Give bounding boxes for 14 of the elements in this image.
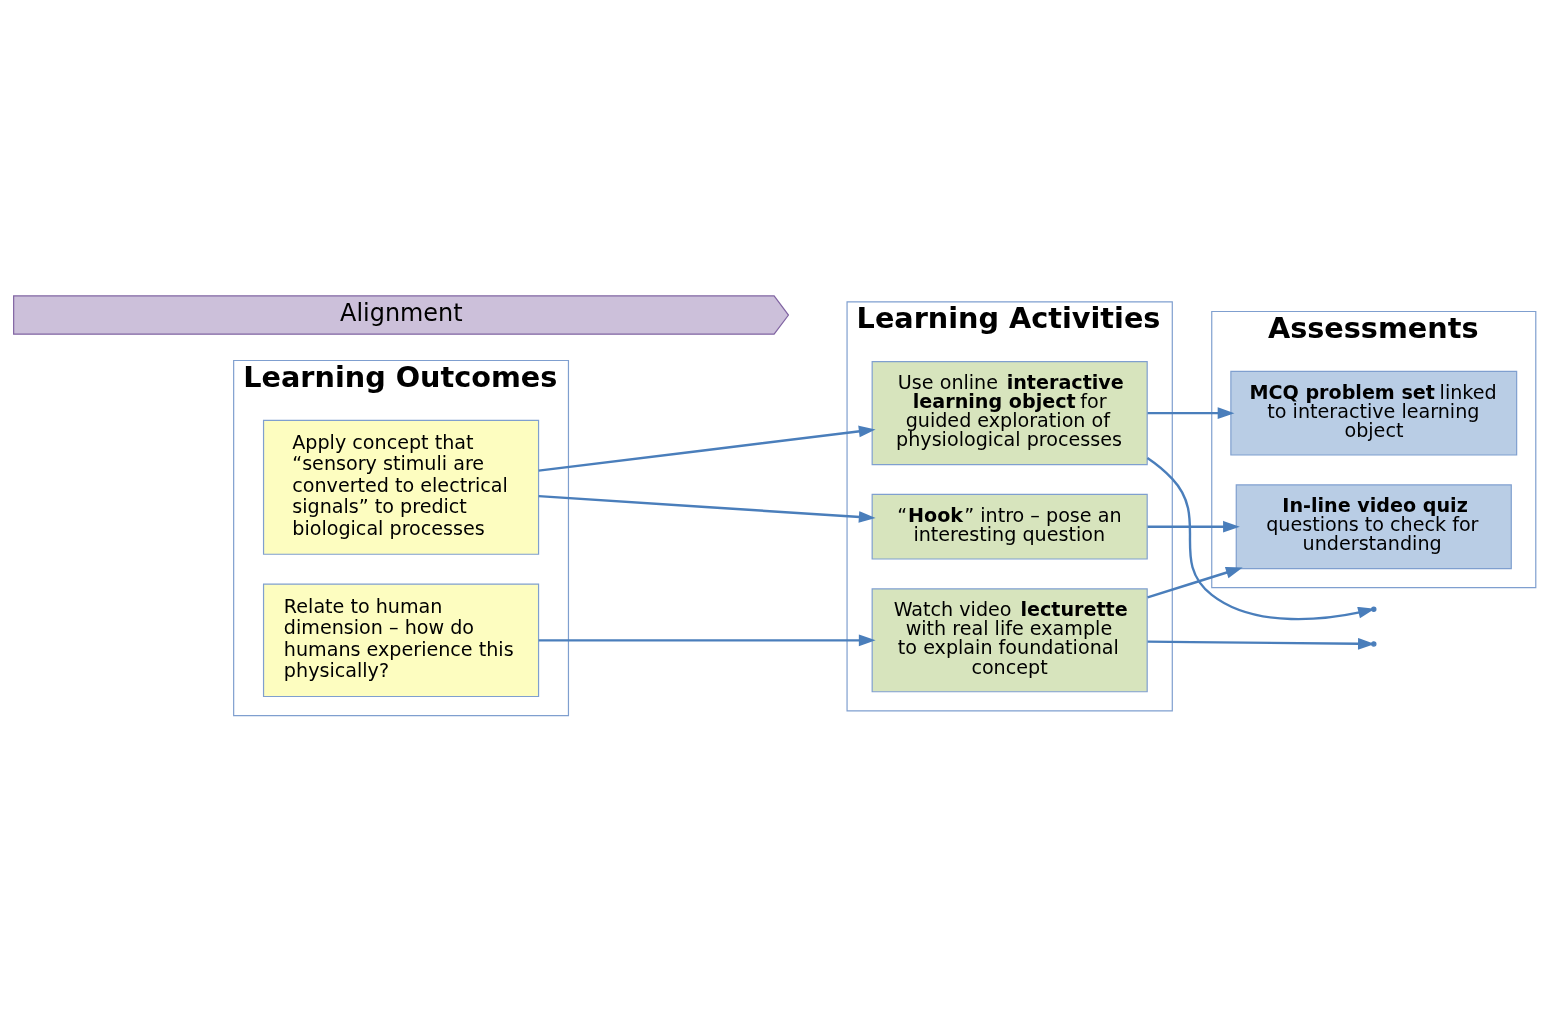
arrow <box>538 494 876 523</box>
arrow <box>1147 566 1243 599</box>
arrow <box>538 425 876 472</box>
arrow <box>1147 637 1375 650</box>
node-box: Relate to human dimension – how do humans experience this physically? <box>262 583 540 698</box>
node-box: Apply concept that “sensory stimuli are converted to electrical signals” to predict biological processes <box>262 419 540 555</box>
node-box: Use online interactive learning object for guided exploration of physiological processes <box>871 361 1148 466</box>
arrow <box>1147 520 1240 533</box>
arrow <box>1147 407 1235 419</box>
node-box: “Hook” intro – pose an interesting question <box>871 493 1148 560</box>
node-box: MCQ problem set linked to interactive learning object <box>1230 370 1518 456</box>
arrow <box>538 634 876 647</box>
node-box: Watch video lecturette with real life example to explain foundational concept <box>871 588 1148 693</box>
node-box: In-line video quiz questions to check for understanding <box>1235 484 1512 570</box>
